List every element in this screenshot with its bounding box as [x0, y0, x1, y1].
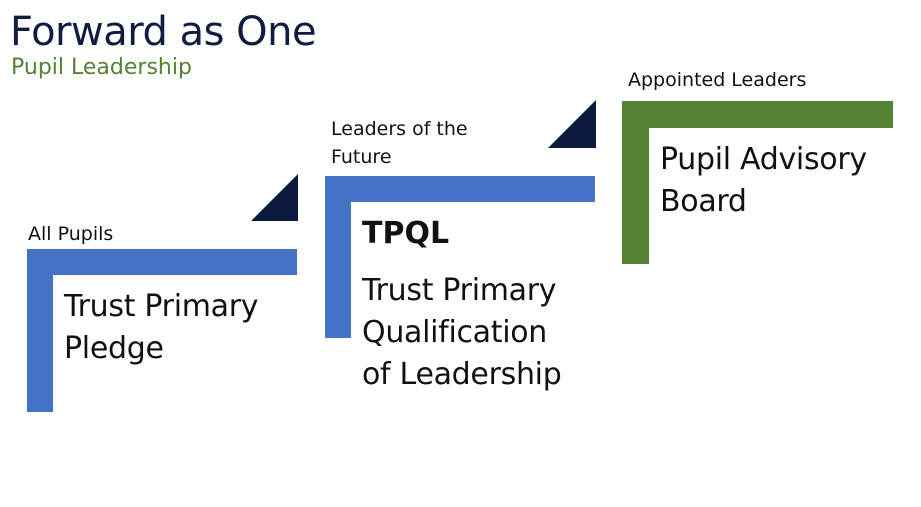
stage-3-caption: Appointed Leaders	[628, 69, 807, 91]
stage-2-acronym: TPQL	[362, 216, 450, 251]
page-subtitle: Pupil Leadership	[11, 55, 192, 80]
stage-2-caption-line-2: Future	[331, 146, 392, 168]
stage-2-name-line-1: Trust Primary	[362, 273, 557, 308]
stage-2-name-line-3: of Leadership	[362, 357, 562, 392]
stage-3-name-line-2: Board	[660, 184, 747, 219]
page-title: Forward as One	[10, 9, 317, 55]
stage-3-top-bar	[622, 101, 893, 128]
step-arrow-triangle-1	[251, 174, 298, 221]
stage-3-name-line-1: Pupil Advisory	[660, 142, 867, 177]
stage-2-side-bar	[325, 176, 351, 338]
stage-2-caption-line-1: Leaders of the	[331, 118, 468, 140]
stage-1-name-line-1: Trust Primary	[64, 289, 259, 324]
stage-1-name-line-2: Pledge	[64, 331, 164, 366]
step-arrow-triangle-2	[548, 100, 596, 148]
stage-1-top-bar	[27, 249, 297, 275]
stage-2-name-line-2: Qualification	[362, 315, 548, 350]
stage-1-side-bar	[27, 249, 53, 412]
stage-2-top-bar	[325, 176, 595, 202]
stage-3-side-bar	[622, 101, 649, 264]
stage-1-caption: All Pupils	[28, 223, 114, 245]
